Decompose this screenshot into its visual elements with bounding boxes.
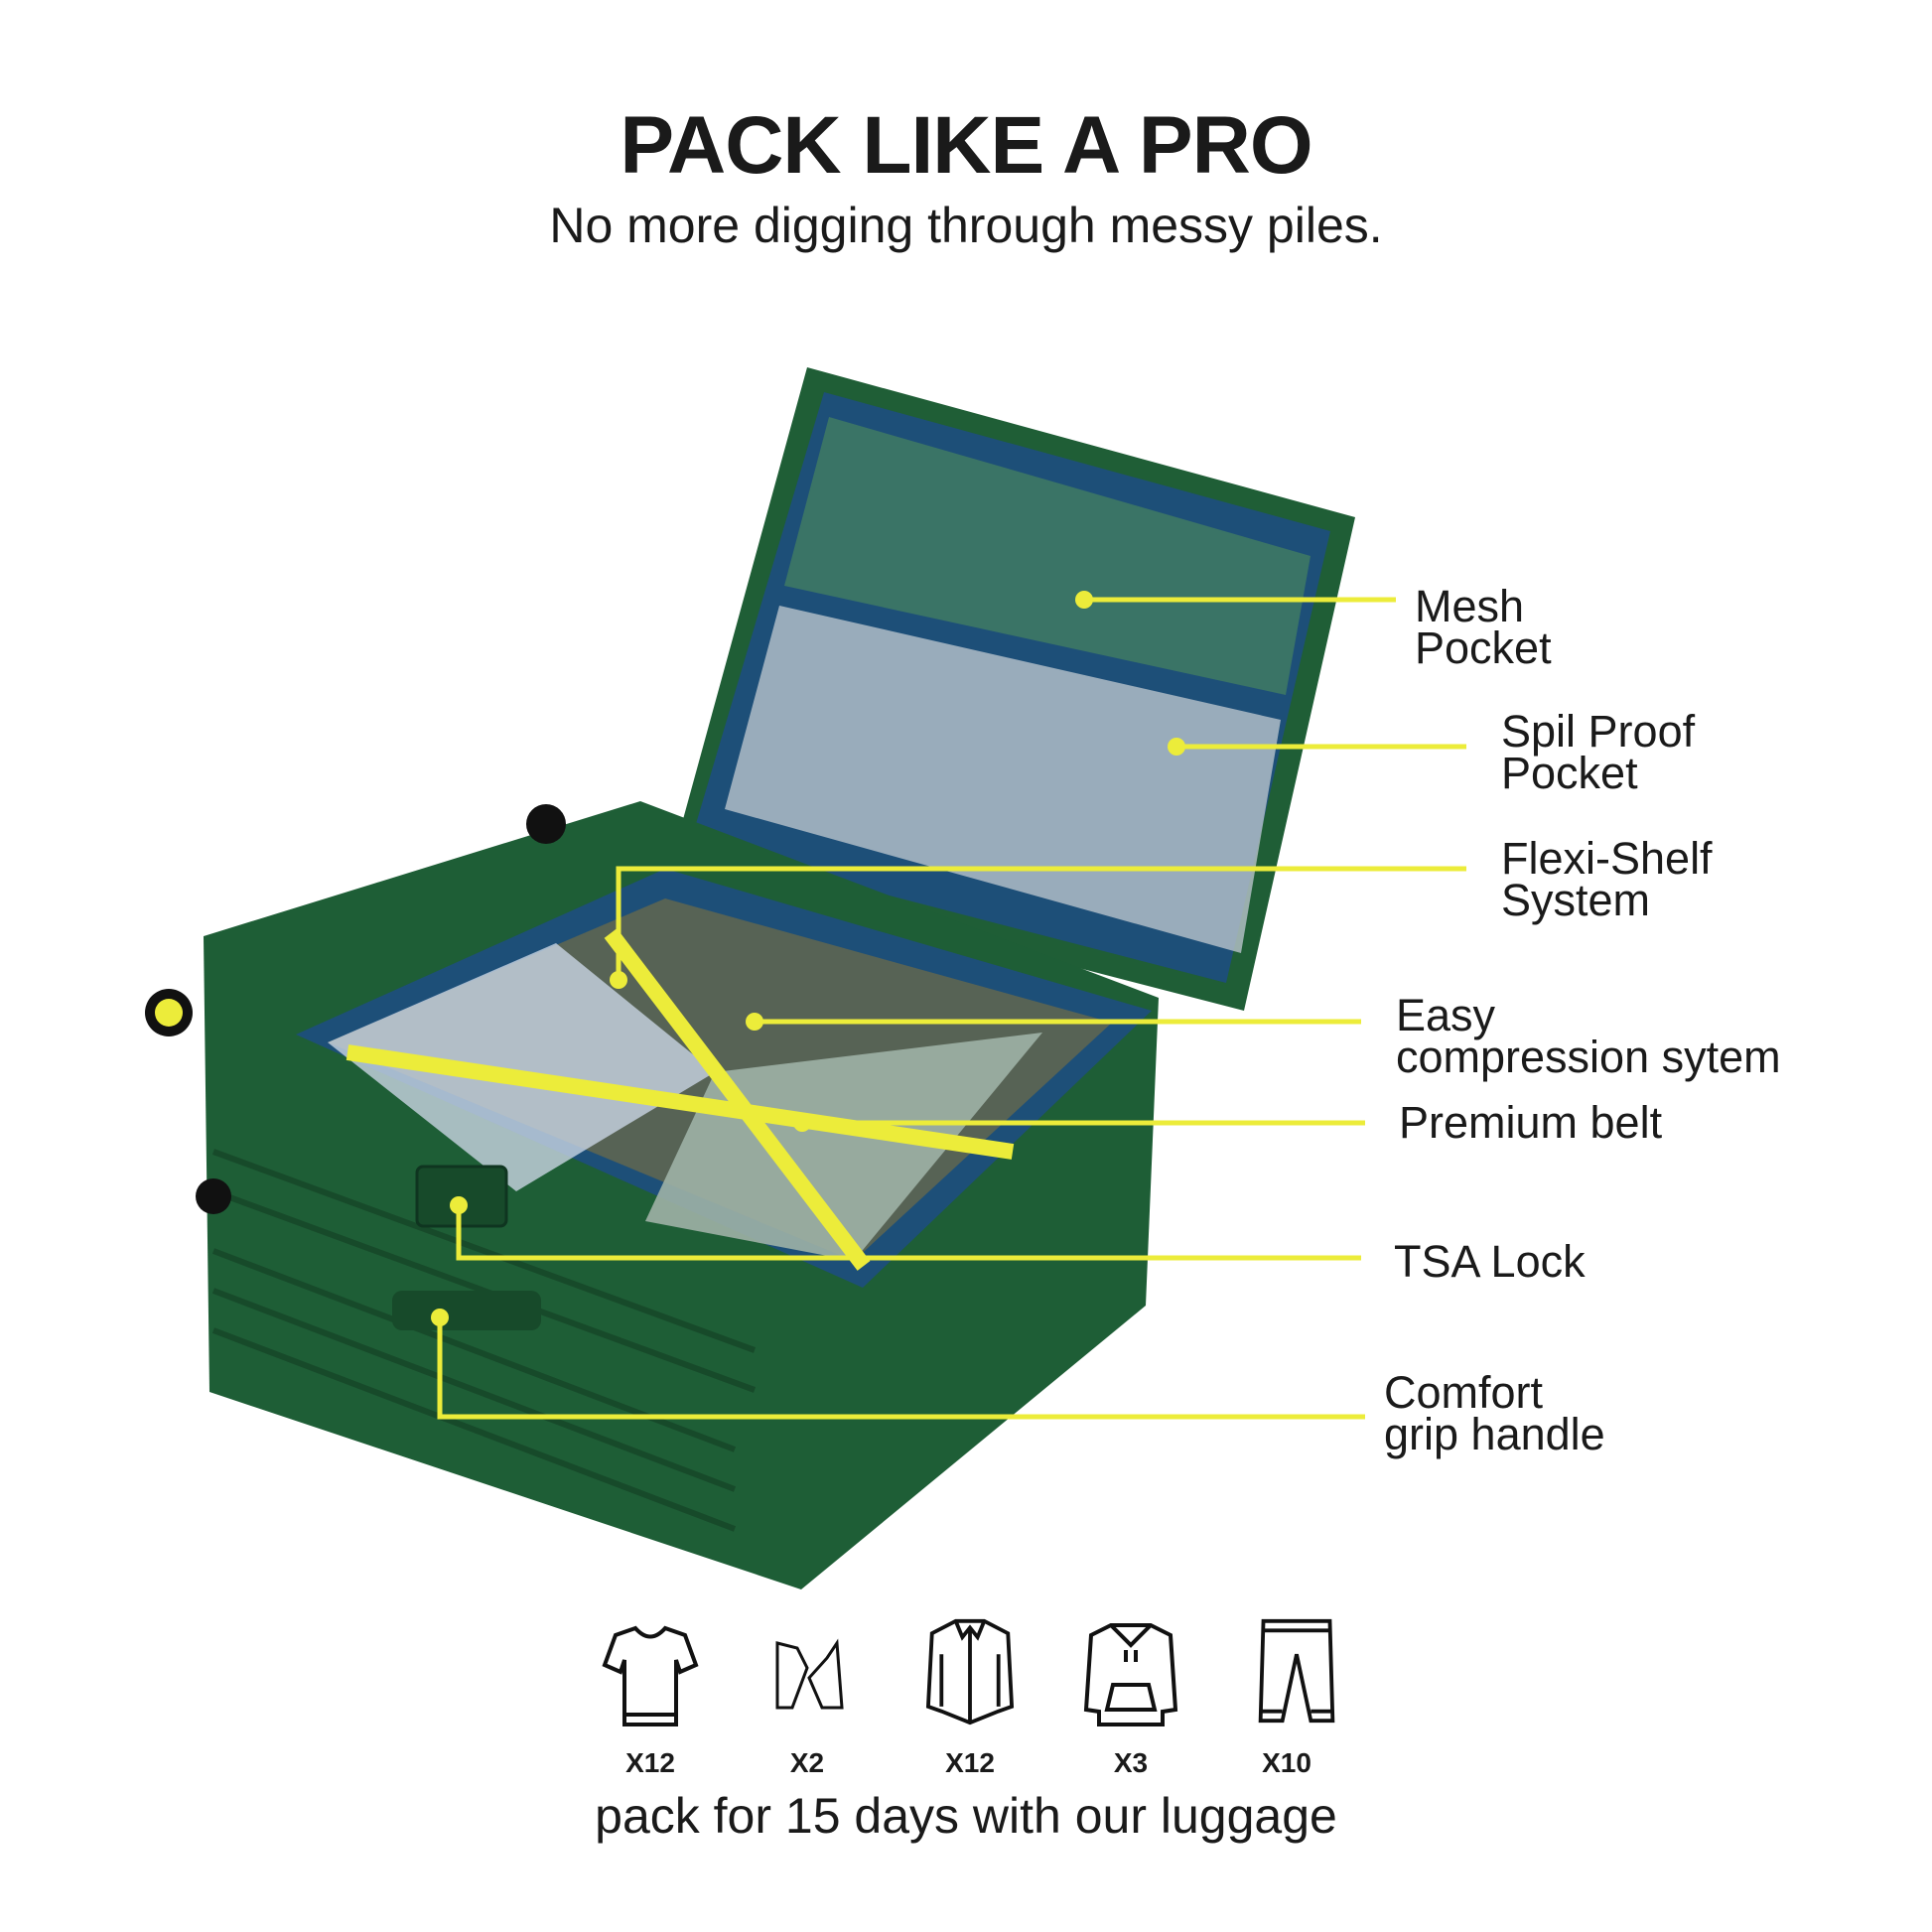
page-title: PACK LIKE A PRO: [620, 100, 1312, 191]
feature-line: Easy: [1396, 990, 1496, 1040]
wheel: [526, 804, 566, 844]
feature-premium-belt: Premium belt: [1399, 1097, 1663, 1148]
footer-tagline: pack for 15 days with our luggage: [595, 1788, 1337, 1844]
feature-tsa-lock: TSA Lock: [1394, 1236, 1586, 1287]
tshirt-count: X12: [625, 1747, 675, 1778]
wheel: [196, 1178, 231, 1214]
sneakers-count: X2: [789, 1747, 825, 1778]
page-subtitle: No more digging through messy piles.: [549, 198, 1383, 253]
feature-line: Comfort: [1384, 1367, 1544, 1418]
feature-line: Pocket: [1501, 748, 1638, 798]
feature-line: grip handle: [1384, 1409, 1605, 1459]
feature-line: Flexi-Shelf: [1501, 833, 1713, 884]
leader-lines: [437, 597, 1466, 1420]
hoodie-icon: [1083, 1623, 1178, 1726]
feature-line: Mesh: [1415, 581, 1525, 631]
feature-line: System: [1501, 875, 1651, 925]
feature-line: Premium belt: [1399, 1097, 1663, 1148]
shirt-icon: [925, 1618, 1015, 1725]
feature-line: Pocket: [1415, 622, 1552, 673]
tshirt-icon: [602, 1625, 699, 1726]
pants-count: X10: [1262, 1747, 1311, 1778]
feature-line: compression sytem: [1396, 1032, 1781, 1082]
feature-line: TSA Lock: [1394, 1236, 1586, 1287]
grip-handle: [392, 1291, 541, 1330]
sneakers-icon: [775, 1638, 844, 1710]
mesh-pocket: [784, 417, 1311, 695]
hoodie-count: X3: [1113, 1747, 1149, 1778]
pants-icon: [1258, 1618, 1335, 1724]
feature-line: Spil Proof: [1501, 706, 1696, 757]
shirt-count: X12: [945, 1747, 995, 1778]
tsa-lock: [415, 1165, 508, 1228]
